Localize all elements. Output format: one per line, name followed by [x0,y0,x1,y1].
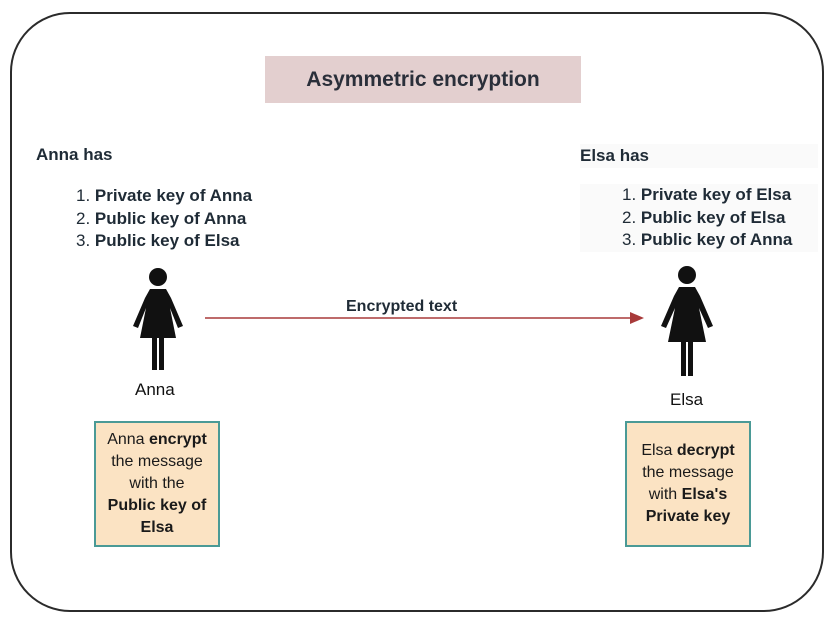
anna-heading: Anna has [36,145,113,164]
anna-person-icon [133,268,183,370]
elsa-key-item: 2. Public key of Elsa [622,207,786,227]
anna-key-item: 3. Public key of Elsa [76,231,240,250]
elsa-key-list: 1. Private key of Elsa 2. Public key of … [580,184,818,252]
elsa-key-item: 3. Public key of Anna [622,230,793,249]
anna-name-label: Anna [135,380,175,399]
anna-encrypt-note: Anna encrypt the message with the Public… [94,421,220,547]
anna-key-item: 1. Private key of Anna [76,186,253,205]
elsa-person-icon [661,266,713,376]
encrypted-text-arrow [205,312,644,324]
diagram-frame [10,12,824,612]
anna-key-item: 2. Public key of Anna [76,208,247,228]
elsa-key-item: 1. Private key of Elsa [622,185,792,204]
elsa-name-label: Elsa [670,390,704,409]
elsa-decrypt-note: Elsa decrypt the message with Elsa's Pri… [625,421,751,547]
diagram-title-text: Asymmetric encryption [306,67,540,91]
diagram-title: Asymmetric encryption [265,56,581,103]
arrow-label: Encrypted text [346,298,458,315]
anna-key-list: 1. Private key of Anna 2. Public key of … [76,185,252,253]
elsa-heading: Elsa has [580,144,818,168]
